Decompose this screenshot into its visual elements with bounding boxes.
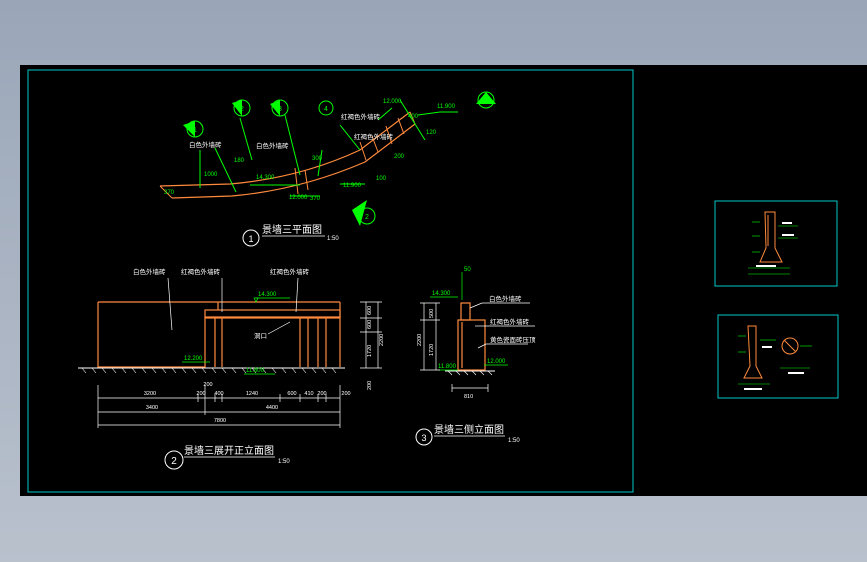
side-dim-left-a: 500 bbox=[429, 309, 435, 318]
side-dim-left-b: 1720 bbox=[429, 344, 435, 356]
front-title: 景墙三展开正立面图 bbox=[184, 444, 274, 457]
marker-label-1: 1 bbox=[193, 127, 197, 134]
plan-view: 1 2 3 4 3 2 白色外墙砖 白色外墙砖 红褐色外墙砖 红褐色外墙砖 14… bbox=[159, 91, 496, 247]
plan-dim-100: 100 bbox=[376, 176, 387, 182]
front-coping bbox=[204, 309, 341, 319]
front-dim-small: 200 bbox=[203, 382, 212, 388]
front-label-door: 洞口 bbox=[254, 331, 267, 340]
plan-wall-outline bbox=[159, 111, 411, 187]
front-dim-v4: 2200 bbox=[379, 334, 385, 346]
front-dim-r1-0: 3200 bbox=[144, 391, 156, 397]
side-wall-body bbox=[457, 319, 486, 371]
front-dim-r1-4: 600 bbox=[287, 391, 296, 397]
main-drawing-frame bbox=[27, 69, 634, 493]
side-dim-left-c: 2200 bbox=[417, 334, 423, 346]
front-title-symbol bbox=[164, 450, 184, 470]
front-dim-v2: 600 bbox=[367, 320, 373, 329]
front-dim-r3-0: 7800 bbox=[214, 418, 226, 424]
side-label-red-tile: 红褐色外墙砖 bbox=[490, 317, 530, 326]
side-label-white-tile: 白色外墙砖 bbox=[489, 294, 522, 303]
front-scale: 1:50 bbox=[278, 459, 290, 465]
section-marker-4[interactable] bbox=[318, 100, 334, 116]
side-scale: 1:50 bbox=[508, 438, 520, 444]
side-el-mid: 12.000 bbox=[487, 359, 506, 365]
side-wall-cap bbox=[460, 302, 471, 321]
detail-thumbnail-1[interactable] bbox=[714, 200, 838, 287]
front-dim-v1: 600 bbox=[367, 306, 373, 315]
front-title-number: 2 bbox=[171, 456, 177, 467]
plan-dim-1000: 1000 bbox=[204, 172, 218, 178]
plan-title: 景墙三平面图 bbox=[262, 223, 322, 236]
front-el-top: 14.300 bbox=[258, 292, 277, 298]
side-elevation: 白色外墙砖 红褐色外墙砖 黄色瓷面砖压顶 14.300 12.000 11.80… bbox=[415, 267, 536, 446]
marker-label-2: 2 bbox=[240, 106, 244, 113]
plan-dim-370b: 370 bbox=[310, 196, 321, 202]
plan-label-red-tile-a: 红褐色外墙砖 bbox=[341, 112, 381, 121]
side-dim-bottom: 810 bbox=[464, 394, 473, 400]
front-dim-r1-1: 200 bbox=[196, 391, 205, 397]
plan-title-symbol bbox=[242, 229, 260, 247]
plan-el-14300: 14.300 bbox=[256, 175, 275, 181]
plan-el-11900-a: 11.900 bbox=[437, 104, 456, 110]
side-el-top: 14.300 bbox=[432, 291, 451, 297]
front-label-red-tile-a: 红褐色外墙砖 bbox=[181, 267, 221, 276]
side-dim-top: 50 bbox=[464, 267, 471, 273]
marker-label-5: 3 bbox=[484, 98, 488, 105]
plan-el-12000: 12.000 bbox=[383, 99, 402, 105]
plan-scale: 1:50 bbox=[327, 236, 339, 242]
front-dim-r2-1: 4400 bbox=[266, 405, 278, 411]
plan-dim-200: 200 bbox=[394, 154, 405, 160]
plan-el-11900-b: 11.900 bbox=[343, 183, 362, 189]
plan-dim-300: 300 bbox=[312, 156, 323, 162]
front-dim-v3: 1720 bbox=[367, 345, 373, 357]
side-title-symbol bbox=[415, 428, 433, 446]
front-dim-r2-0: 3400 bbox=[146, 405, 158, 411]
front-dim-r1-2: 400 bbox=[214, 391, 223, 397]
front-wall-left bbox=[97, 302, 341, 368]
front-dim-r1-5: 410 bbox=[304, 391, 313, 397]
plan-label-white-tile-b: 白色外墙砖 bbox=[256, 141, 289, 150]
plan-dim-180: 180 bbox=[234, 158, 245, 164]
front-elevation: 白色外墙砖 红褐色外墙砖 红褐色外墙砖 洞口 14.300 12.200 11.… bbox=[78, 267, 385, 470]
plan-el-12000-b: 12.000 bbox=[289, 195, 308, 201]
front-el-left: 12.200 bbox=[184, 356, 203, 362]
marker-label-6: 2 bbox=[365, 214, 369, 221]
front-el-ground: 11.800 bbox=[246, 368, 265, 374]
front-dim-v5: 200 bbox=[367, 381, 373, 390]
plan-title-number: 1 bbox=[248, 234, 253, 244]
front-label-white-tile: 白色外墙砖 bbox=[133, 267, 166, 276]
front-dim-r1-3: 1240 bbox=[246, 391, 258, 397]
side-label-coping: 黄色瓷面砖压顶 bbox=[490, 335, 536, 344]
side-el-ground: 11.800 bbox=[438, 364, 457, 370]
plan-dim-400: 400 bbox=[408, 114, 419, 120]
plan-dim-370: 370 bbox=[164, 190, 175, 196]
side-title-number: 3 bbox=[421, 433, 426, 443]
front-label-red-tile-b: 红褐色外墙砖 bbox=[270, 267, 310, 276]
marker-label-3: 3 bbox=[278, 106, 282, 113]
side-title: 景墙三侧立面图 bbox=[434, 423, 504, 436]
plan-dim-120: 120 bbox=[426, 130, 437, 136]
plan-label-red-tile-b: 红褐色外墙砖 bbox=[354, 132, 394, 141]
front-dim-r1-6: 200 bbox=[317, 391, 326, 397]
plan-label-white-tile-a: 白色外墙砖 bbox=[189, 140, 222, 149]
detail-thumbnail-2[interactable] bbox=[717, 314, 839, 399]
front-dim-r1-7: 200 bbox=[341, 391, 350, 397]
marker-label-4: 4 bbox=[324, 106, 328, 113]
